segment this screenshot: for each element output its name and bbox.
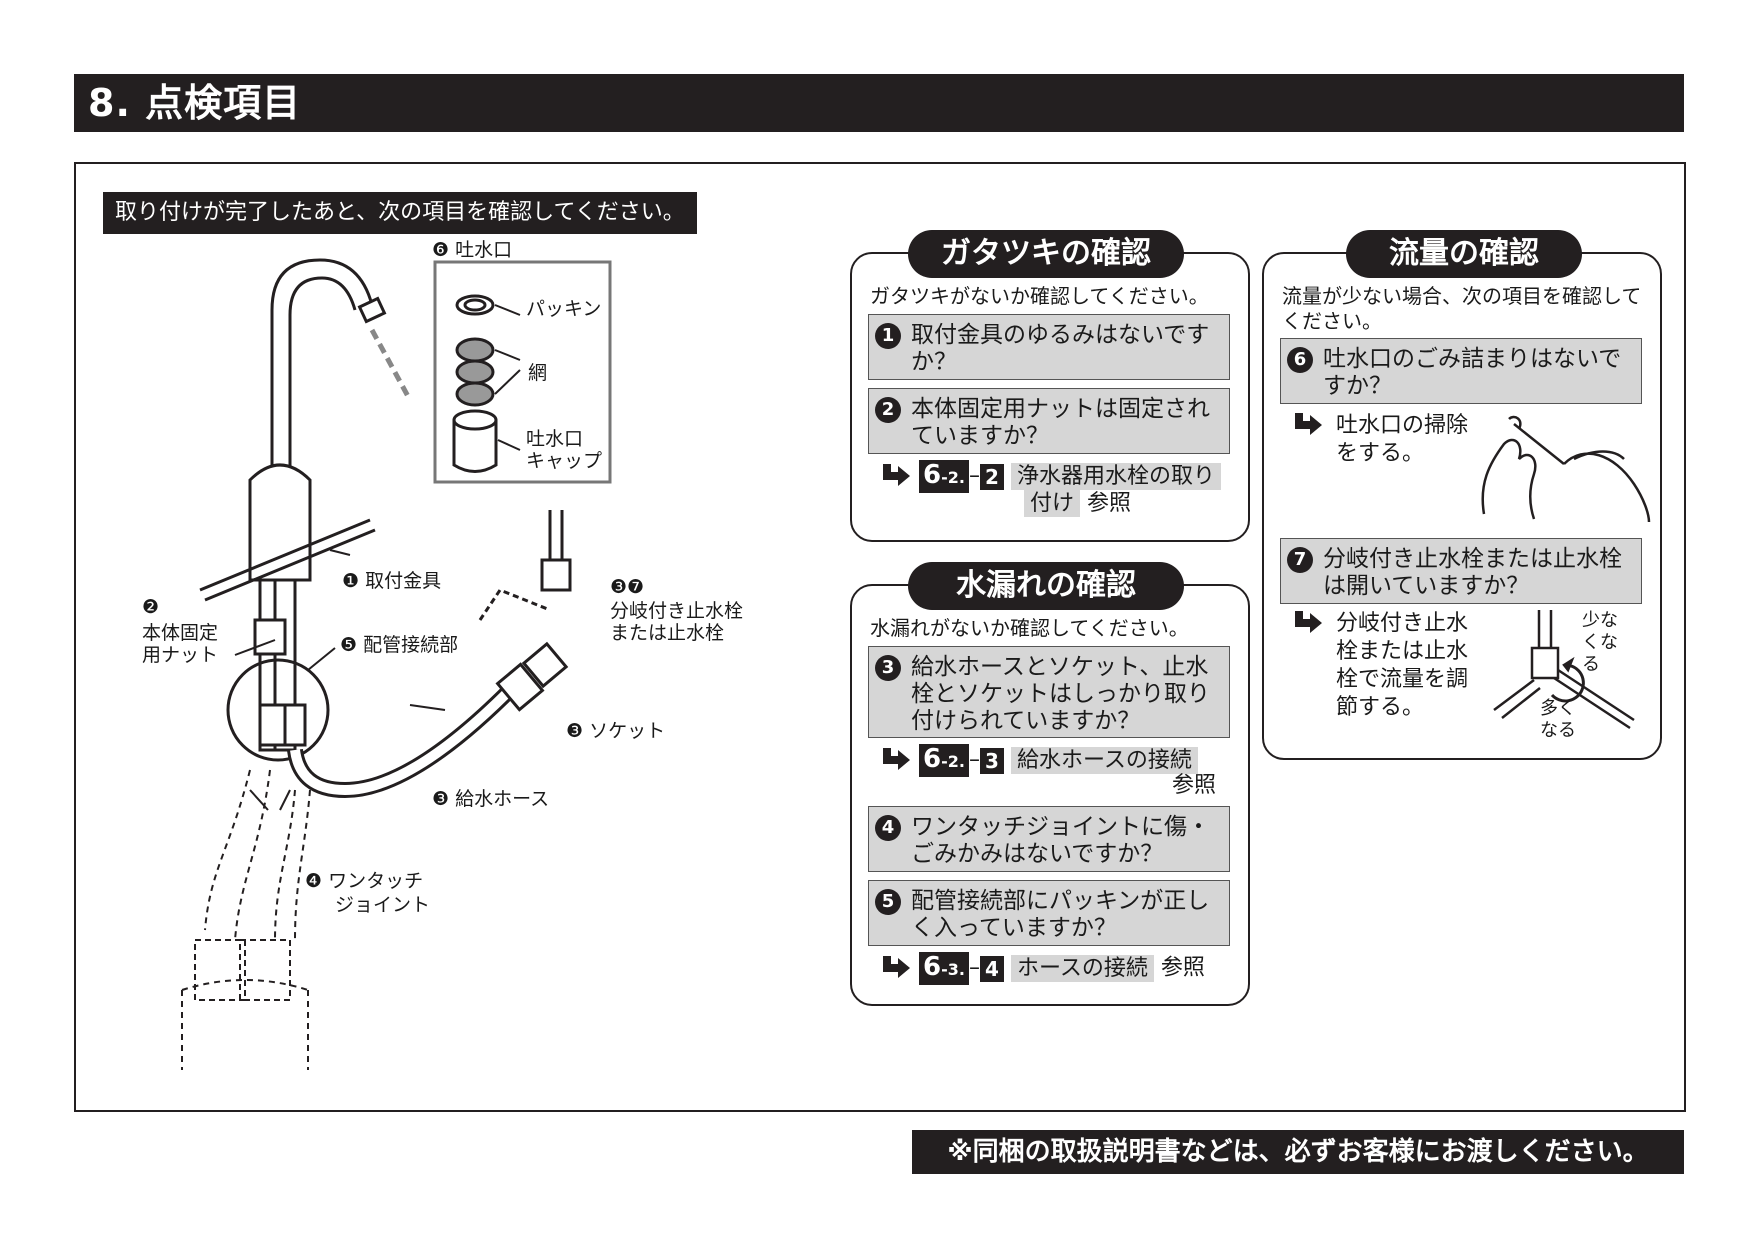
label-bracket: ❶ 取付金具 bbox=[342, 570, 442, 592]
label-more-flow: 多くなる bbox=[1540, 698, 1576, 741]
rattle-item-1: 1 取付金具のゆるみはないですか？ bbox=[868, 314, 1230, 380]
label-hose: ❸ 給水ホース bbox=[432, 788, 550, 810]
reference-title-line2: 付け bbox=[1024, 490, 1081, 517]
label-socket: ❸ ソケット bbox=[566, 720, 666, 742]
section-title: 8. 点検項目 bbox=[88, 81, 302, 125]
item-number-2: 2 bbox=[875, 397, 901, 423]
reference-number-tag: 2 bbox=[979, 463, 1004, 490]
leak-item-3: 3 給水ホースとソケット、止水栓とソケットはしっかり取り付けられていますか？ bbox=[868, 646, 1230, 738]
reference-number-tag: 4 bbox=[979, 955, 1004, 982]
valve-adjust-illustration bbox=[1493, 610, 1635, 730]
brush-hand-illustration bbox=[1481, 415, 1651, 523]
item-number-3: 3 bbox=[875, 655, 901, 681]
reference-section-tag: 6-3. bbox=[919, 952, 969, 985]
label-valve-num: ❸❼ bbox=[610, 576, 645, 598]
rattle-check-title: ガタツキの確認 bbox=[908, 230, 1184, 278]
flow-item-6-text: 吐水口のごみ詰まりはないですか？ bbox=[1323, 346, 1622, 399]
rattle-check-box: ガタツキの確認 ガタツキがないか確認してください。 1 取付金具のゆるみはないで… bbox=[850, 230, 1250, 542]
footer-note: ※同梱の取扱説明書などは、必ずお客様にお渡しください。 bbox=[912, 1130, 1684, 1174]
flow-action-1 bbox=[1292, 412, 1324, 440]
rattle-item-2: 2 本体固定用ナットは固定されていますか？ bbox=[868, 388, 1230, 454]
rattle-lead: ガタツキがないか確認してください。 bbox=[870, 284, 1209, 308]
label-spout-outlet: ❻ 吐水口 bbox=[432, 239, 513, 261]
label-valve-line2: または止水栓 bbox=[610, 622, 725, 644]
flow-check-box: 流量の確認 流量が少ない場合、次の項目を確認してください。 6 吐水口のごみ詰ま… bbox=[1262, 230, 1662, 760]
reference-arrow-icon bbox=[883, 747, 910, 770]
flow-action-2 bbox=[1292, 610, 1324, 638]
flow-item-7: 7 分岐付き止水栓または止水栓は開いていますか？ bbox=[1280, 538, 1642, 604]
section-header: 8. 点検項目 bbox=[74, 74, 1684, 132]
label-cap-line2: キャップ bbox=[526, 450, 603, 472]
faucet-illustration: ❻ 吐水口 パッキン 網 吐水口 キャップ ❶ 取付金具 ❷ 本体固定 用ナット… bbox=[110, 239, 790, 1090]
reference-title-line1: 浄水器用水栓の取り bbox=[1010, 462, 1221, 490]
rattle-item-2-text: 本体固定用ナットは固定されていますか？ bbox=[911, 396, 1210, 449]
label-onetouch-line2: ジョイント bbox=[335, 894, 431, 916]
label-nut-num: ❷ bbox=[142, 596, 160, 618]
item-number-4: 4 bbox=[875, 815, 901, 841]
leak-item-4: 4 ワンタッチジョイントに傷・ごみかみはないですか？ bbox=[868, 806, 1230, 872]
label-packing: パッキン bbox=[526, 298, 602, 320]
reference-title: 給水ホースの接続 bbox=[1010, 746, 1198, 774]
reference-arrow-icon bbox=[1295, 413, 1322, 435]
flow-action-1-text: 吐水口の掃除をする。 bbox=[1336, 413, 1469, 466]
flow-item-7-text: 分岐付き止水栓または止水栓は開いていますか？ bbox=[1323, 546, 1622, 599]
reference-arrow-icon bbox=[883, 463, 910, 486]
leak-check-title: 水漏れの確認 bbox=[908, 562, 1184, 610]
label-nut-line1: 本体固定 bbox=[142, 622, 219, 644]
content-frame bbox=[74, 162, 1686, 1112]
item-number-1: 1 bbox=[875, 323, 901, 349]
label-onetouch-line1: ❹ ワンタッチ bbox=[305, 870, 424, 892]
label-less-flow: 少なくなる bbox=[1582, 610, 1618, 675]
label-cap-line1: 吐水口 bbox=[526, 428, 584, 450]
label-mesh: 網 bbox=[528, 362, 548, 384]
flow-lead: 流量が少ない場合、次の項目を確認してください。 bbox=[1282, 284, 1642, 333]
leak-item-5: 5 配管接続部にパッキンが正しく入っていますか？ bbox=[868, 880, 1230, 946]
label-valve-line1: 分岐付き止水栓 bbox=[610, 600, 744, 622]
leak-item-3-text: 給水ホースとソケット、止水栓とソケットはしっかり取り付けられていますか？ bbox=[911, 654, 1210, 734]
intro-label: 取り付けが完了したあと、次の項目を確認してください。 bbox=[103, 192, 697, 234]
label-pipe-joint: ❺ 配管接続部 bbox=[340, 634, 459, 656]
item-number-7: 7 bbox=[1287, 547, 1313, 573]
leak-reference-1-suffix: 参照 bbox=[1172, 773, 1217, 798]
rattle-reference-line2: 付け 参照 bbox=[1024, 490, 1131, 518]
reference-title: ホースの接続 bbox=[1010, 954, 1154, 982]
reference-arrow-icon bbox=[1295, 611, 1322, 633]
flow-check-title: 流量の確認 bbox=[1346, 230, 1582, 278]
leak-item-5-text: 配管接続部にパッキンが正しく入っていますか？ bbox=[911, 888, 1210, 941]
leak-reference-1: 6-2.–3 給水ホースの接続 bbox=[880, 744, 1198, 777]
rattle-item-1-text: 取付金具のゆるみはないですか？ bbox=[911, 322, 1210, 375]
reference-suffix: 参照 bbox=[1087, 491, 1132, 516]
faucet-diagram bbox=[181, 258, 612, 1070]
flow-action-2-text: 分岐付き止水栓または止水栓で流量を調節する。 bbox=[1336, 611, 1469, 720]
label-nut-line2: 用ナット bbox=[142, 644, 219, 666]
rattle-reference: 6-2.–2 浄水器用水栓の取り bbox=[880, 460, 1221, 493]
leak-reference-2: 6-3.–4 ホースの接続 参照 bbox=[880, 952, 1205, 985]
leak-check-box: 水漏れの確認 水漏れがないか確認してください。 3 給水ホースとソケット、止水栓… bbox=[850, 562, 1250, 1006]
item-number-5: 5 bbox=[875, 889, 901, 915]
reference-suffix: 参照 bbox=[1160, 955, 1205, 981]
reference-section-tag: 6-2. bbox=[919, 744, 969, 777]
leak-item-4-text: ワンタッチジョイントに傷・ごみかみはないですか？ bbox=[911, 814, 1210, 867]
leak-lead: 水漏れがないか確認してください。 bbox=[870, 616, 1189, 640]
reference-arrow-icon bbox=[883, 955, 910, 978]
reference-number-tag: 3 bbox=[979, 747, 1004, 774]
flow-item-6: 6 吐水口のごみ詰まりはないですか？ bbox=[1280, 338, 1642, 404]
item-number-6: 6 bbox=[1287, 347, 1313, 373]
reference-section-tag: 6-2. bbox=[919, 460, 969, 493]
